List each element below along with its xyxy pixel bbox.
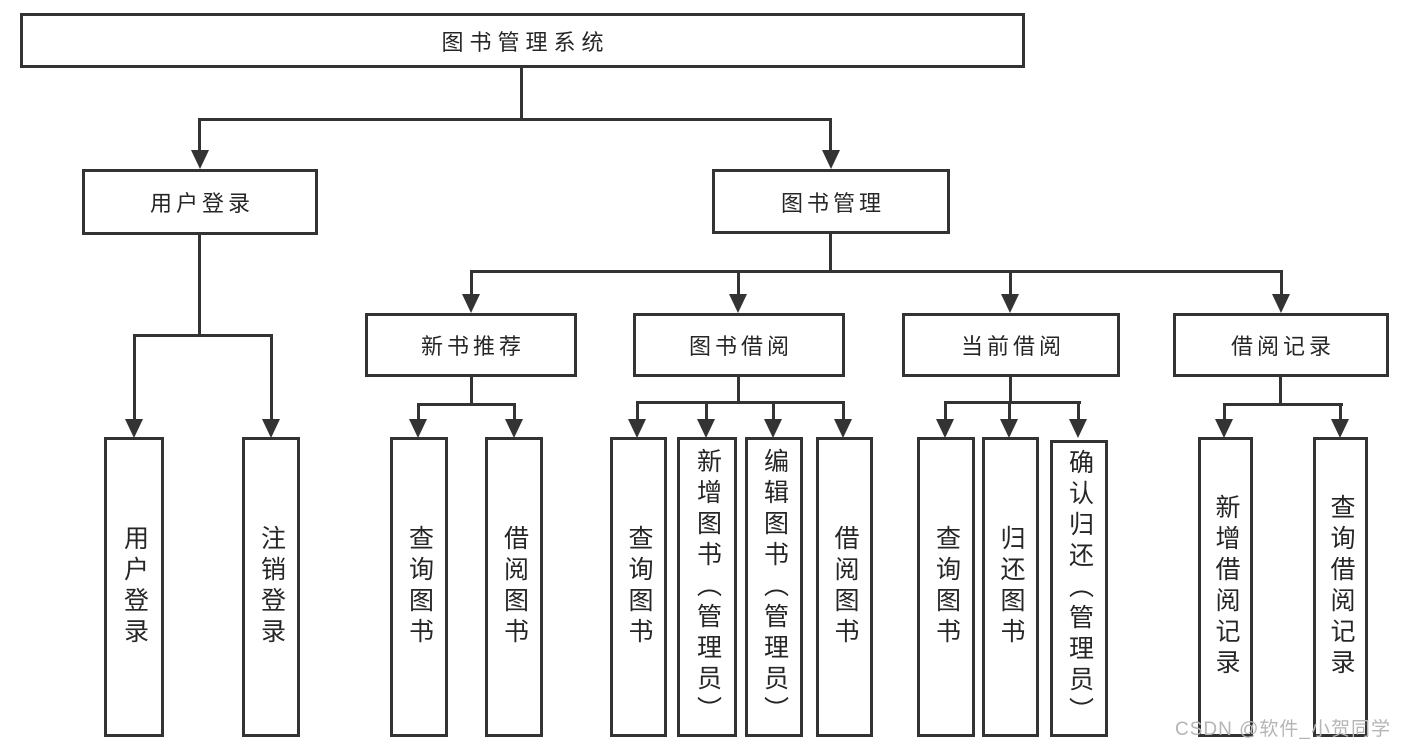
connector-line (470, 270, 1283, 273)
node-borrowing-records: 借阅记录 (1173, 313, 1389, 377)
csdn-watermark: CSDN @软件_小贺同学 (1175, 719, 1391, 740)
node-leaf-query-books-current: 查询图书 (917, 437, 975, 737)
connector-line (772, 404, 775, 420)
arrow-down-icon (628, 419, 646, 438)
node-label: 借阅图书 (500, 525, 529, 649)
connector-line (198, 235, 201, 336)
connector-line (1008, 404, 1011, 420)
node-label: 查询借阅记录 (1327, 494, 1355, 680)
connector-line (1279, 377, 1282, 406)
node-label: 图书管理 (780, 190, 885, 216)
node-leaf-confirm-return-admin: 确认归还（管理员） (1050, 440, 1108, 737)
arrow-down-icon (1069, 419, 1087, 438)
node-label: 归还图书 (997, 525, 1025, 649)
node-book-management: 图书管理 (712, 169, 950, 234)
arrow-down-icon (1001, 294, 1019, 313)
connector-line (1339, 406, 1342, 420)
arrow-down-icon (1215, 419, 1233, 438)
node-leaf-query-books-recommend: 查询图书 (390, 437, 448, 737)
arrow-down-icon (505, 419, 523, 438)
arrow-down-icon (822, 150, 840, 169)
connector-line (133, 334, 273, 337)
connector-line (829, 234, 832, 271)
node-label: 借阅图书 (831, 525, 859, 649)
connector-line (417, 406, 420, 420)
node-label: 查询图书 (625, 525, 653, 649)
connector-line (470, 377, 473, 406)
connector-line (133, 337, 136, 419)
connector-line (737, 377, 740, 404)
connector-line (1223, 403, 1343, 406)
node-label: 确认归还（管理员） (1065, 449, 1094, 728)
node-leaf-add-books-admin: 新增图书（管理员） (677, 437, 737, 737)
connector-line (198, 118, 832, 121)
node-label: 查询图书 (932, 525, 961, 649)
connector-line (270, 337, 273, 419)
connector-line (470, 273, 473, 295)
connector-line (198, 121, 201, 151)
node-leaf-logout: 注销登录 (242, 437, 300, 737)
connector-line (737, 273, 740, 295)
node-label: 用户登录 (120, 525, 149, 649)
connector-line (1009, 273, 1012, 295)
node-label: 借阅记录 (1230, 334, 1335, 359)
connector-line (1009, 377, 1012, 404)
node-label: 新增图书（管理员） (693, 447, 722, 727)
node-label: 图书管理系统 (441, 29, 610, 55)
node-leaf-add-borrow-record: 新增借阅记录 (1198, 437, 1253, 737)
arrow-down-icon (1000, 419, 1018, 438)
node-label: 注销登录 (257, 525, 286, 649)
arrow-down-icon (409, 419, 427, 438)
node-leaf-edit-books-admin: 编辑图书（管理员） (745, 437, 803, 737)
arrow-down-icon (697, 419, 715, 438)
node-library-management-system: 图书管理系统 (20, 13, 1025, 68)
connector-line (705, 404, 708, 420)
connector-line (944, 401, 1081, 404)
node-leaf-borrow-books-recommend: 借阅图书 (485, 437, 543, 737)
connector-line (636, 404, 639, 420)
connector-line (1223, 406, 1226, 420)
connector-line (1280, 273, 1283, 295)
connector-line (513, 406, 516, 420)
node-label: 编辑图书（管理员） (760, 447, 789, 727)
arrow-down-icon (936, 419, 954, 438)
node-user-login: 用户登录 (82, 169, 318, 235)
connector-line (1077, 404, 1080, 420)
arrow-down-icon (834, 419, 852, 438)
arrow-down-icon (1272, 294, 1290, 313)
connector-line (944, 404, 947, 420)
arrow-down-icon (262, 419, 280, 438)
node-label: 当前借阅 (960, 334, 1065, 359)
node-label: 新增借阅记录 (1212, 494, 1240, 680)
arrow-down-icon (729, 294, 747, 313)
arrow-down-icon (462, 294, 480, 313)
connector-line (636, 401, 845, 404)
connector-line (829, 121, 832, 151)
arrow-down-icon (1331, 419, 1349, 438)
arrow-down-icon (125, 419, 143, 438)
node-leaf-user-login: 用户登录 (104, 437, 164, 737)
node-current-borrowing: 当前借阅 (902, 313, 1120, 377)
node-label: 图书借阅 (688, 334, 793, 359)
connector-line (417, 403, 516, 406)
node-label: 用户登录 (149, 191, 254, 216)
node-leaf-query-books-borrowing: 查询图书 (610, 437, 667, 737)
node-label: 查询图书 (405, 525, 434, 649)
arrow-down-icon (764, 419, 782, 438)
connector-line (520, 68, 523, 120)
node-leaf-borrow-books: 借阅图书 (816, 437, 873, 737)
connector-line (842, 404, 845, 420)
node-label: 新书推荐 (420, 334, 525, 359)
node-book-borrowing: 图书借阅 (633, 313, 845, 377)
node-leaf-return-books: 归还图书 (982, 437, 1039, 737)
node-new-book-recommendation: 新书推荐 (365, 313, 577, 377)
arrow-down-icon (191, 150, 209, 169)
node-leaf-query-borrow-record: 查询借阅记录 (1313, 437, 1368, 737)
